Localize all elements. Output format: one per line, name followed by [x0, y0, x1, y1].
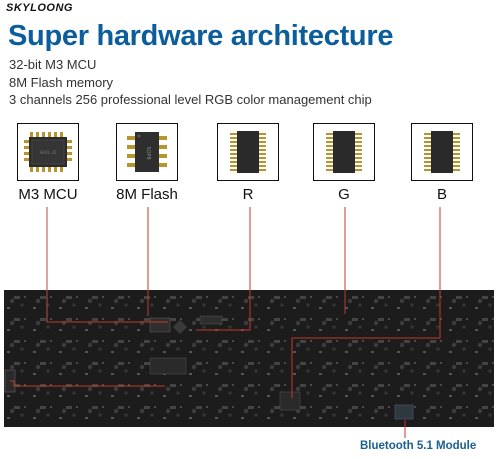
r-chip-box — [217, 123, 279, 181]
sop8-chip-icon: SOP8 — [127, 132, 167, 172]
chip-label-b: B — [436, 186, 447, 203]
g-chip-box — [313, 123, 375, 181]
bluetooth-module — [394, 404, 414, 420]
qfp-chip-icon: SHVL 32 — [24, 132, 72, 172]
spec-item-flash: 8M Flash memory — [9, 74, 114, 90]
b-chip-box — [411, 123, 473, 181]
chip-label-mcu: M3 MCU — [18, 186, 78, 203]
flash-marking: SOP8 — [145, 146, 151, 159]
mcu-chip-box: SHVL 32 — [17, 123, 79, 181]
spec-item-rgb: 3 channels 256 professional level RGB co… — [9, 92, 372, 107]
brand-logo: SKYLOONG — [6, 2, 73, 14]
tssop-chip-icon — [230, 131, 266, 173]
chip-label-g: G — [338, 186, 350, 203]
bluetooth-module-label: Bluetooth 5.1 Module — [360, 440, 477, 452]
mcu-marking: SHVL 32 — [40, 150, 57, 155]
chip-label-r: R — [242, 186, 254, 203]
leader-lines — [10, 207, 441, 438]
chip-label-flash: 8M Flash — [116, 186, 178, 203]
spec-item-mcu: 32-bit M3 MCU — [9, 57, 97, 72]
flash-chip-box: SOP8 — [116, 123, 178, 181]
page-title: Super hardware architecture — [8, 20, 394, 52]
spec-list: 32-bit M3 MCU 8M Flash memory 3 channels… — [9, 56, 372, 109]
tssop-chip-icon — [326, 131, 362, 173]
tssop-chip-icon — [424, 131, 460, 173]
